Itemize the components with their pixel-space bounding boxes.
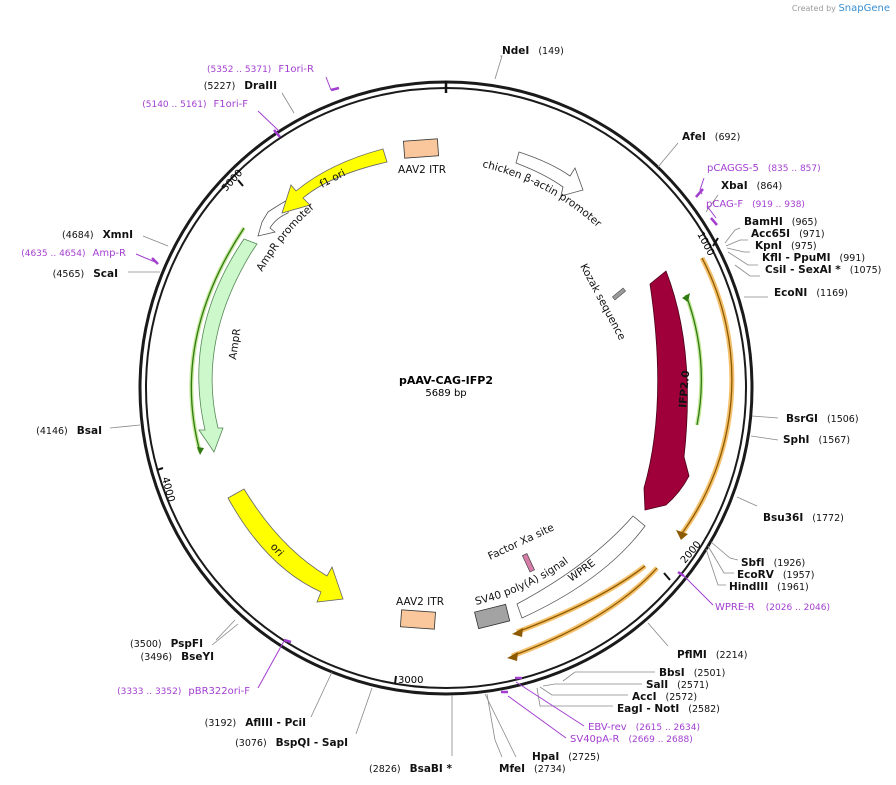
site-acci: AccI(2572)	[632, 691, 697, 703]
feature-ifp2-0	[643, 270, 690, 511]
primer-arcs	[189, 226, 735, 661]
credit-prefix: Created by	[791, 4, 836, 13]
site-pflmi: PflMI(2214)	[677, 649, 747, 661]
feature-label: AAV2 ITR	[396, 596, 444, 608]
site-scai: (4565)ScaI	[53, 268, 118, 280]
tick-label: 5000	[220, 168, 245, 194]
primer-ebv-rev: EBV-rev(2615 .. 2634)	[588, 722, 700, 733]
primer-sv40pa-r: SV40pA-R(2669 .. 2688)	[570, 734, 693, 745]
feature-aav2-itr-bottom	[399, 609, 436, 630]
site-bsabi: (2826)BsaBI *	[369, 763, 452, 775]
site-afliii-pcii: (3192)AflIII - PciI	[205, 717, 306, 729]
primer-pcaggs-5: pCAGGS-5(835 .. 857)	[707, 163, 821, 174]
site-bsu36i: Bsu36I(1772)	[763, 512, 844, 524]
site-kfli-ppumi: KflI - PpuMI(991)	[762, 252, 865, 264]
feature-label: AmpR	[227, 328, 243, 361]
feature-kozak-sequence	[611, 287, 627, 301]
feature-wpre	[516, 515, 646, 619]
scale-ticks: 1000 2000 3000 4000 5000	[156, 168, 719, 686]
backbone	[138, 80, 754, 696]
feature-ori	[227, 488, 344, 603]
site-xbai: XbaI(864)	[721, 180, 782, 192]
primer-wpre-r: WPRE-R(2026 .. 2046)	[715, 602, 830, 613]
snapgene-credit: Created by SnapGene	[792, 3, 890, 14]
plasmid-name: pAAV-CAG-IFP2	[399, 374, 493, 387]
feature-ampr	[198, 238, 258, 453]
site-draiii: (5227)DraIII	[204, 80, 277, 92]
site-ecorv: EcoRV(1957)	[737, 569, 814, 581]
site-bamhi: BamHI(965)	[744, 216, 817, 228]
primer-pcag-f: pCAG-F(919 .. 938)	[706, 199, 805, 210]
site-sali: SalI(2571)	[646, 679, 709, 691]
site-econi: EcoNI(1169)	[774, 287, 848, 299]
feature-label: Kozak sequence	[577, 262, 627, 342]
primer-pbr322ori-f: (3333 .. 3352)pBR322ori-F	[117, 686, 250, 697]
tick-label: 3000	[398, 675, 423, 686]
feature-label: IFP2.0	[677, 370, 692, 408]
site-eagi-noti: EagI - NotI(2582)	[617, 703, 720, 715]
feature-shapes	[198, 138, 690, 630]
site-bspqi-sapi: (3076)BspQI - SapI	[235, 737, 348, 749]
site-bseyi: (3496)BseYI	[141, 651, 214, 663]
primer-labels: (5352 .. 5371)F1ori-R (5140 .. 5161)F1or…	[21, 64, 830, 745]
site-sphi: SphI(1567)	[783, 434, 850, 446]
site-acc65i: Acc65I(971)	[751, 228, 825, 240]
site-bsrgi: BsrGI(1506)	[786, 413, 859, 425]
site-xmni: (4684)XmnI	[62, 229, 133, 241]
site-hpai: HpaI(2725)	[532, 751, 600, 763]
site-bbsi: BbsI(2501)	[659, 667, 725, 679]
feature-label: Factor Xa site	[486, 522, 556, 563]
site-ndei: NdeI(149)	[502, 45, 564, 57]
feature-aav2-itr-top	[403, 138, 440, 159]
plasmid-length: 5689 bp	[425, 388, 466, 399]
site-labels: NdeI(149) AfeI(692) XbaI(864) BamHI(965)…	[36, 45, 881, 775]
primer-f1ori-f: (5140 .. 5161)F1ori-F	[142, 99, 248, 110]
primer-f1ori-r: (5352 .. 5371)F1ori-R	[207, 64, 314, 75]
site-csii-sexai: CsiI - SexAI *(1075)	[765, 264, 881, 276]
primer-marks	[135, 76, 718, 739]
plasmid-title: pAAV-CAG-IFP2 5689 bp	[399, 374, 493, 399]
site-sbfi: SbfI(1926)	[741, 557, 805, 569]
site-lines	[109, 55, 779, 758]
feature-f1-ori	[281, 148, 388, 214]
site-bsai: (4146)BsaI	[36, 425, 102, 437]
feature-ampr-promoter	[257, 197, 292, 237]
site-pspfi: (3500)PspFI	[130, 638, 203, 650]
primer-amp-r: (4635 .. 4654)Amp-R	[21, 248, 126, 259]
feature-factor-xa-site	[521, 553, 535, 573]
feature-chicken-beta-actin-promoter	[515, 151, 584, 197]
site-kpni: KpnI(975)	[755, 240, 817, 252]
snapgene-logo: SnapGene	[838, 3, 890, 14]
site-hindiii: HindIII(1961)	[729, 581, 809, 593]
site-mfei: MfeI(2734)	[499, 763, 566, 775]
tick-label: 1000	[694, 230, 716, 258]
feature-sv40-polya-signal	[474, 603, 511, 630]
site-afei: AfeI(692)	[682, 131, 740, 143]
feature-label: AAV2 ITR	[398, 164, 446, 176]
